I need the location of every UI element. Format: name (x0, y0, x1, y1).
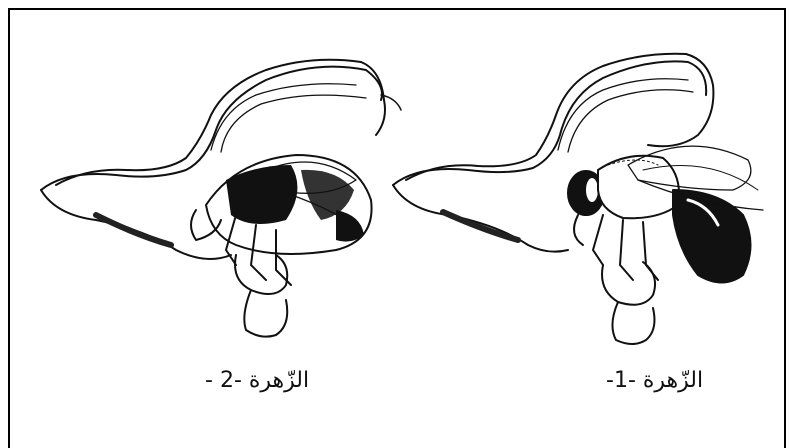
flower-2-caption: الزّهرة -2 - (205, 368, 309, 393)
flower-1-caption: الزّهرة -1- (606, 368, 703, 393)
flower-1-illustration (388, 40, 778, 350)
flower-2-illustration (36, 40, 406, 350)
